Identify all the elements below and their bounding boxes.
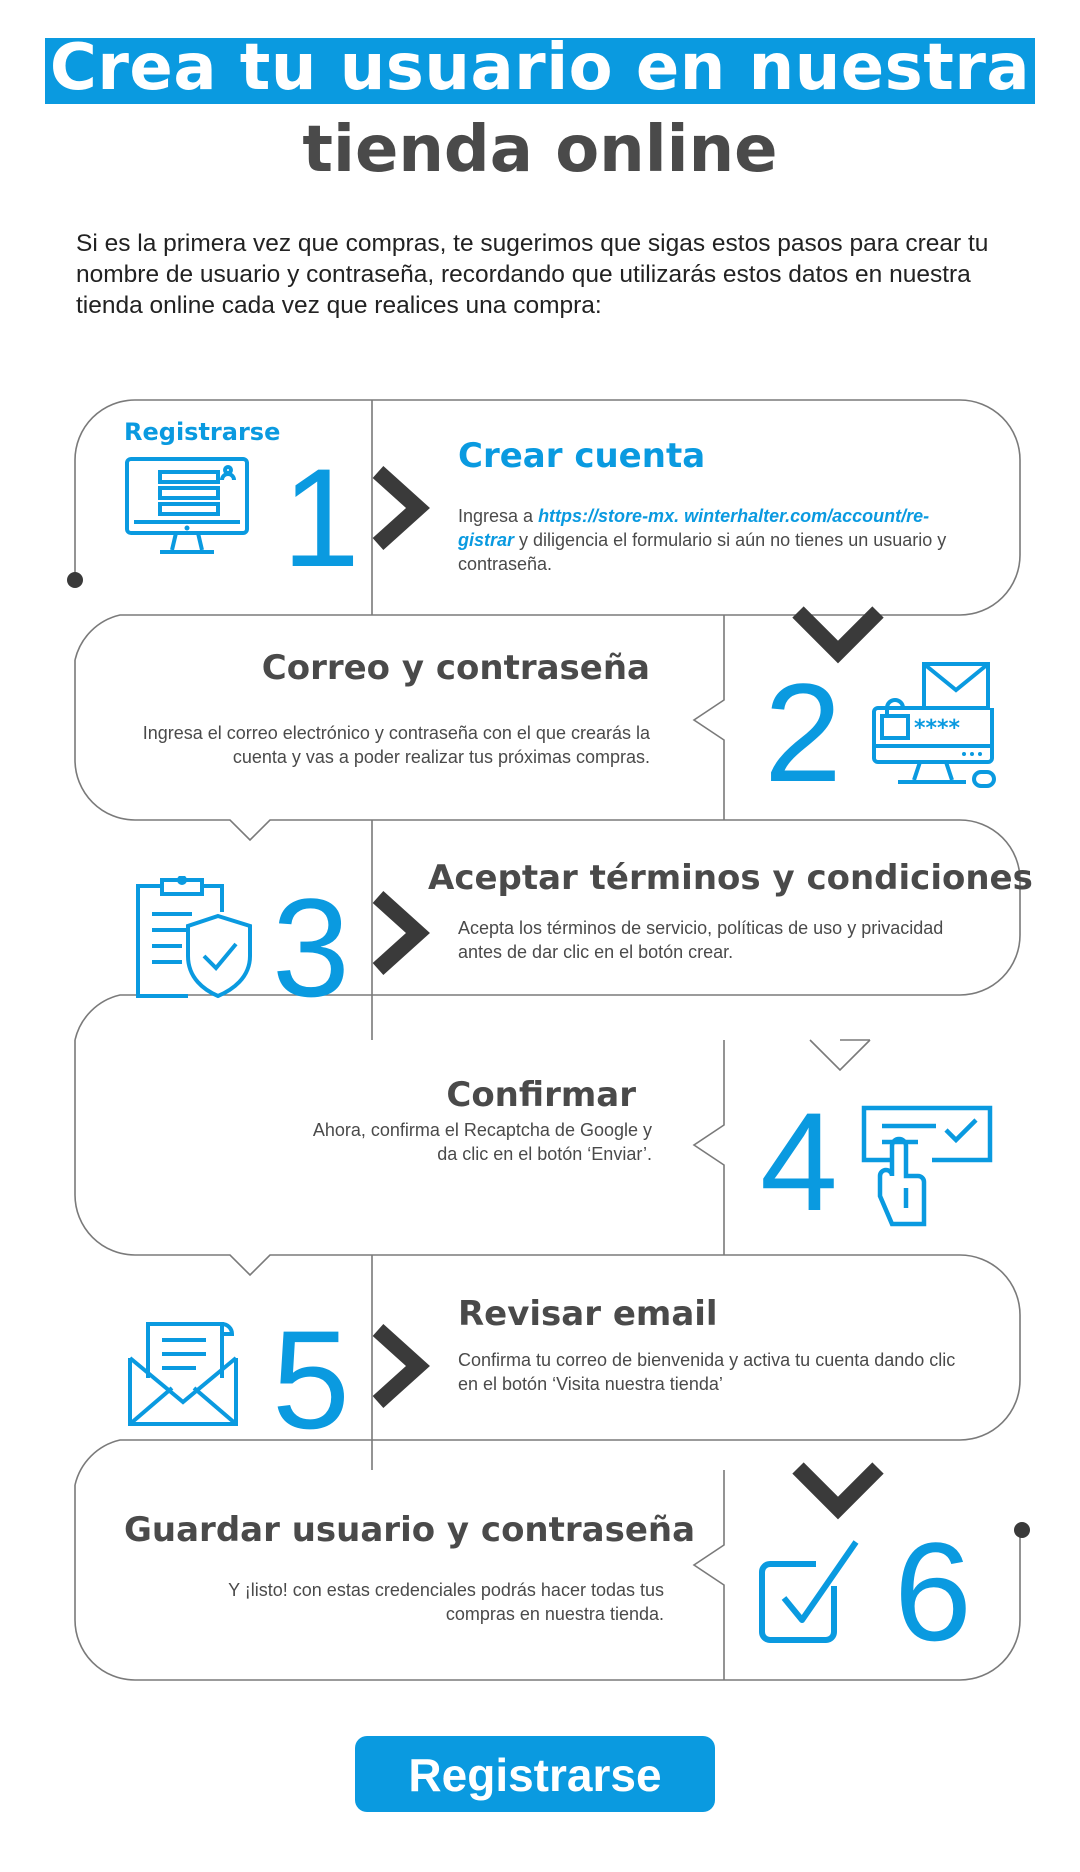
registration-link[interactable]: https://store-mx. winterhalter.com/accou… xyxy=(458,506,929,550)
register-button[interactable]: Registrarse xyxy=(355,1736,715,1812)
envelope-letter-icon xyxy=(128,1322,238,1426)
step4-title: Confirmar xyxy=(446,1075,636,1115)
page-title-line1: Crea tu usuario en nuestra xyxy=(49,31,1031,105)
svg-text:****: **** xyxy=(914,716,961,741)
step5-title: Revisar email xyxy=(458,1294,718,1334)
step5-number: 5 xyxy=(272,1301,350,1458)
checkbox-checked-icon xyxy=(759,1540,859,1643)
step1-number: 1 xyxy=(282,439,360,596)
step6-desc: Y ¡listo! con estas credenciales podrás … xyxy=(228,1580,664,1624)
hand-checkbox-icon xyxy=(861,1105,993,1227)
step2-title: Correo y contraseña xyxy=(261,648,650,688)
registration-link-line2[interactable]: gistrar xyxy=(458,530,515,550)
step3-desc: Acepta los términos de servicio, polític… xyxy=(458,918,944,962)
step2-number: 2 xyxy=(764,654,842,811)
computer-registration-form-icon xyxy=(125,457,249,554)
step1-desc-prefix: Ingresa a xyxy=(458,506,539,526)
step1-icon-label: Registrarse xyxy=(124,418,281,446)
step1-title: Crear cuenta xyxy=(458,436,706,476)
step4-desc: Ahora, confirma el Recaptcha de Google y… xyxy=(312,1120,652,1164)
step3-number: 3 xyxy=(272,869,350,1026)
step1-desc-suffix: y diligencia el formulario si aún no tie… xyxy=(458,530,947,574)
step3-title: Aceptar términos y condiciones xyxy=(428,858,1033,898)
intro-text: Si es la primera vez que compras, te sug… xyxy=(76,230,989,319)
clipboard-shield-icon xyxy=(136,876,252,999)
email-password-computer-icon: **** xyxy=(872,662,996,788)
registration-link-line1[interactable]: https://store-mx. winterhalter.com/accou… xyxy=(538,506,930,526)
title-banner xyxy=(45,38,1035,104)
page-title-line2: tienda online xyxy=(302,113,778,187)
step4-number: 4 xyxy=(760,1083,838,1240)
step5-desc: Confirma tu correo de bienvenida y activ… xyxy=(458,1350,956,1394)
step6-title: Guardar usuario y contraseña xyxy=(124,1510,696,1550)
step6-number: 6 xyxy=(894,1513,972,1670)
step2-desc: Ingresa el correo electrónico y contrase… xyxy=(142,723,650,767)
step1-desc: Ingresa a https://store-mx. winterhalter… xyxy=(458,504,978,576)
